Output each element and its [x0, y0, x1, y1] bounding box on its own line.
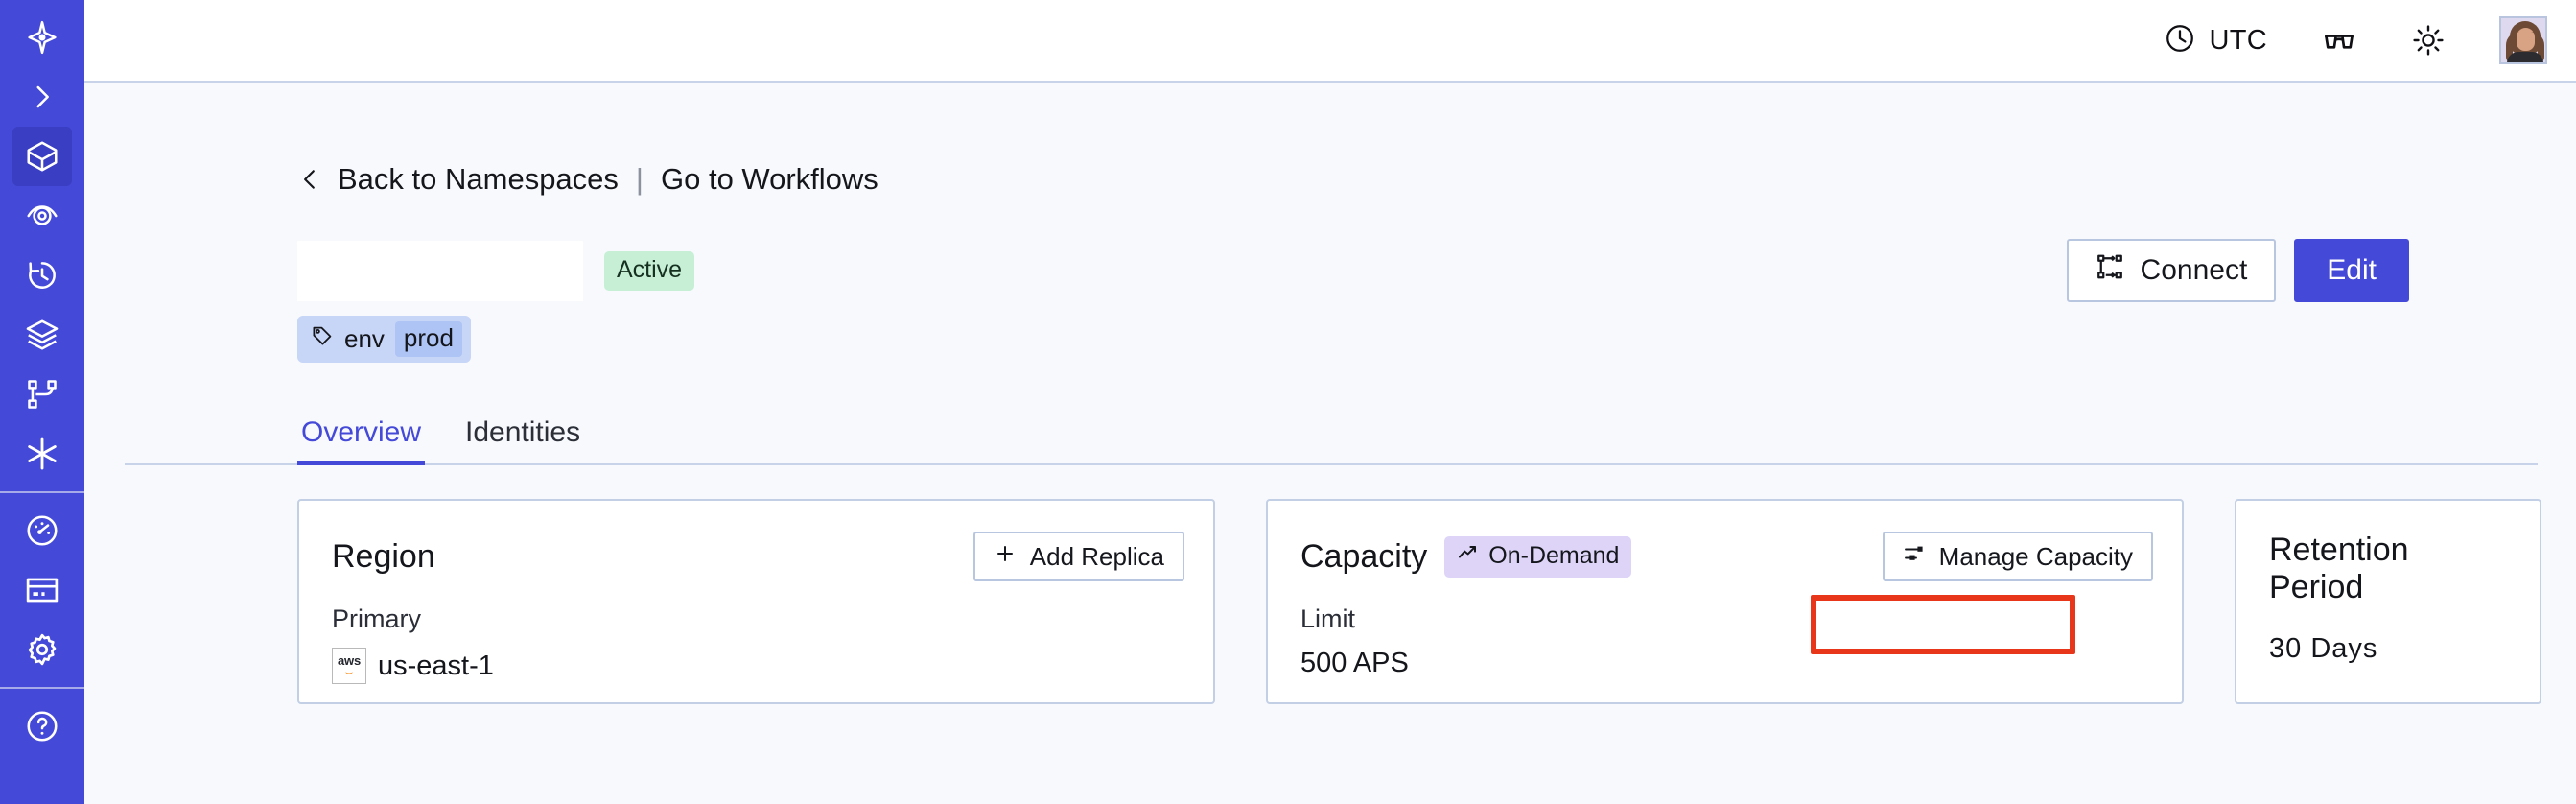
status-badge: Active — [604, 250, 695, 291]
aws-logo-smile: ⌣ — [344, 664, 354, 679]
capacity-sub-label: Limit — [1300, 604, 1356, 633]
region-value: us-east-1 — [378, 650, 494, 681]
tab-identities[interactable]: Identities — [465, 416, 581, 448]
retention-card-title: Retention Period — [2269, 532, 2409, 605]
top-bar: UTC — [84, 0, 2576, 83]
chevron-left-icon[interactable] — [297, 162, 322, 197]
sidebar-item-billing[interactable] — [12, 560, 72, 620]
plus-icon — [994, 542, 1017, 572]
header-actions: Connect Edit — [2066, 239, 2409, 302]
retention-card-header: Retention Period — [2269, 532, 2511, 606]
breadcrumb-divider: | — [635, 162, 644, 196]
breadcrumb: Back to Namespaces | Go to Workflows — [125, 162, 2538, 197]
chevron-right-icon — [26, 81, 59, 113]
avatar-hair-back — [2506, 32, 2544, 62]
page-content: Back to Namespaces | Go to Workflows Act… — [84, 83, 2576, 804]
manage-capacity-label: Manage Capacity — [1938, 541, 2133, 571]
region-card-header: Region Add Replica — [332, 532, 1184, 581]
eye-scan-icon — [24, 198, 60, 234]
namespace-tags: env prod — [125, 316, 2538, 363]
avatar-body — [2507, 52, 2543, 62]
sun-icon[interactable] — [2411, 23, 2446, 58]
avatar[interactable] — [2499, 16, 2547, 64]
retention-value: 30 Days — [2269, 633, 2378, 664]
help-circle-icon — [24, 708, 60, 745]
sidebar-item-namespaces[interactable] — [12, 127, 72, 186]
capacity-value: 500 APS — [1300, 648, 1409, 678]
on-demand-badge: On-Demand — [1444, 535, 1632, 578]
main-area: UTC — [84, 0, 2576, 804]
capacity-card-title: Capacity — [1300, 537, 1428, 575]
region-card-title: Region — [332, 537, 435, 575]
sliders-icon — [1903, 542, 1926, 572]
glasses-icon[interactable] — [2321, 22, 2357, 59]
sidebar-item-help[interactable] — [12, 697, 72, 756]
edit-button[interactable]: Edit — [2294, 239, 2409, 302]
cube-icon — [24, 138, 60, 175]
region-value-row: aws ⌣ us-east-1 — [332, 648, 1184, 684]
top-bar-actions: UTC — [2164, 16, 2547, 64]
retention-card: Retention Period 30 Days — [2235, 499, 2541, 704]
page-title — [297, 240, 583, 301]
region-card: Region Add Replica — [297, 499, 1215, 704]
gauge-icon — [24, 512, 60, 549]
region-card-action: Add Replica — [972, 532, 1184, 581]
sidebar-item-temporal-logo[interactable] — [12, 8, 72, 67]
tag-env[interactable]: env prod — [297, 316, 471, 363]
aws-logo-text: aws — [338, 652, 361, 668]
sidebar-item-schedules[interactable] — [12, 246, 72, 305]
sidebar-divider-1 — [0, 491, 84, 493]
workflow-nodes-icon — [25, 377, 59, 412]
tag-key: env — [344, 324, 385, 353]
clock-icon — [2164, 22, 2196, 59]
tag-value: prod — [394, 321, 462, 357]
on-demand-badge-label: On-Demand — [1488, 541, 1620, 569]
layers-icon — [24, 317, 60, 353]
sidebar-item-nexus[interactable] — [12, 424, 72, 484]
sidebar-item-workers[interactable] — [12, 305, 72, 365]
sidebar-item-settings[interactable] — [12, 620, 72, 679]
overview-cards: Region Add Replica — [125, 499, 2541, 704]
gear-icon — [24, 631, 60, 668]
aws-logo-icon: aws ⌣ — [332, 648, 366, 684]
sidebar-divider-2 — [0, 687, 84, 689]
timezone-selector[interactable]: UTC — [2164, 22, 2267, 59]
temporal-logo-icon — [23, 18, 61, 57]
sidebar-item-observability[interactable] — [12, 186, 72, 246]
manage-capacity-button[interactable]: Manage Capacity — [1882, 532, 2153, 581]
tab-overview[interactable]: Overview — [297, 416, 426, 465]
add-replica-label: Add Replica — [1029, 541, 1164, 571]
timezone-label: UTC — [2209, 24, 2267, 56]
sidebar-item-expand[interactable] — [12, 67, 72, 127]
connect-flow-icon — [2096, 252, 2124, 289]
connect-button[interactable]: Connect — [2066, 239, 2277, 302]
connect-button-label: Connect — [2140, 254, 2248, 286]
credit-card-icon — [24, 572, 60, 608]
namespace-title-row: Active — [125, 239, 2538, 302]
asterisk-icon — [23, 435, 61, 473]
tab-bar: Overview Identities — [125, 416, 2538, 465]
capacity-card-header: Capacity On-Demand — [1300, 532, 2153, 581]
go-to-workflows-link[interactable]: Go to Workflows — [660, 162, 878, 196]
sidebar-item-usage[interactable] — [12, 501, 72, 560]
avatar-face — [2517, 28, 2535, 51]
sidebar-item-workflows[interactable] — [12, 365, 72, 424]
capacity-card-action: Manage Capacity — [1882, 532, 2153, 581]
capacity-card: Capacity On-Demand — [1266, 499, 2184, 704]
left-sidebar — [0, 0, 84, 804]
tag-icon — [311, 324, 334, 354]
trending-up-icon — [1457, 541, 1480, 571]
back-to-namespaces-link[interactable]: Back to Namespaces — [338, 162, 619, 196]
region-sub-label: Primary — [332, 604, 421, 633]
add-replica-button[interactable]: Add Replica — [972, 532, 1184, 581]
history-clock-icon — [24, 257, 60, 294]
